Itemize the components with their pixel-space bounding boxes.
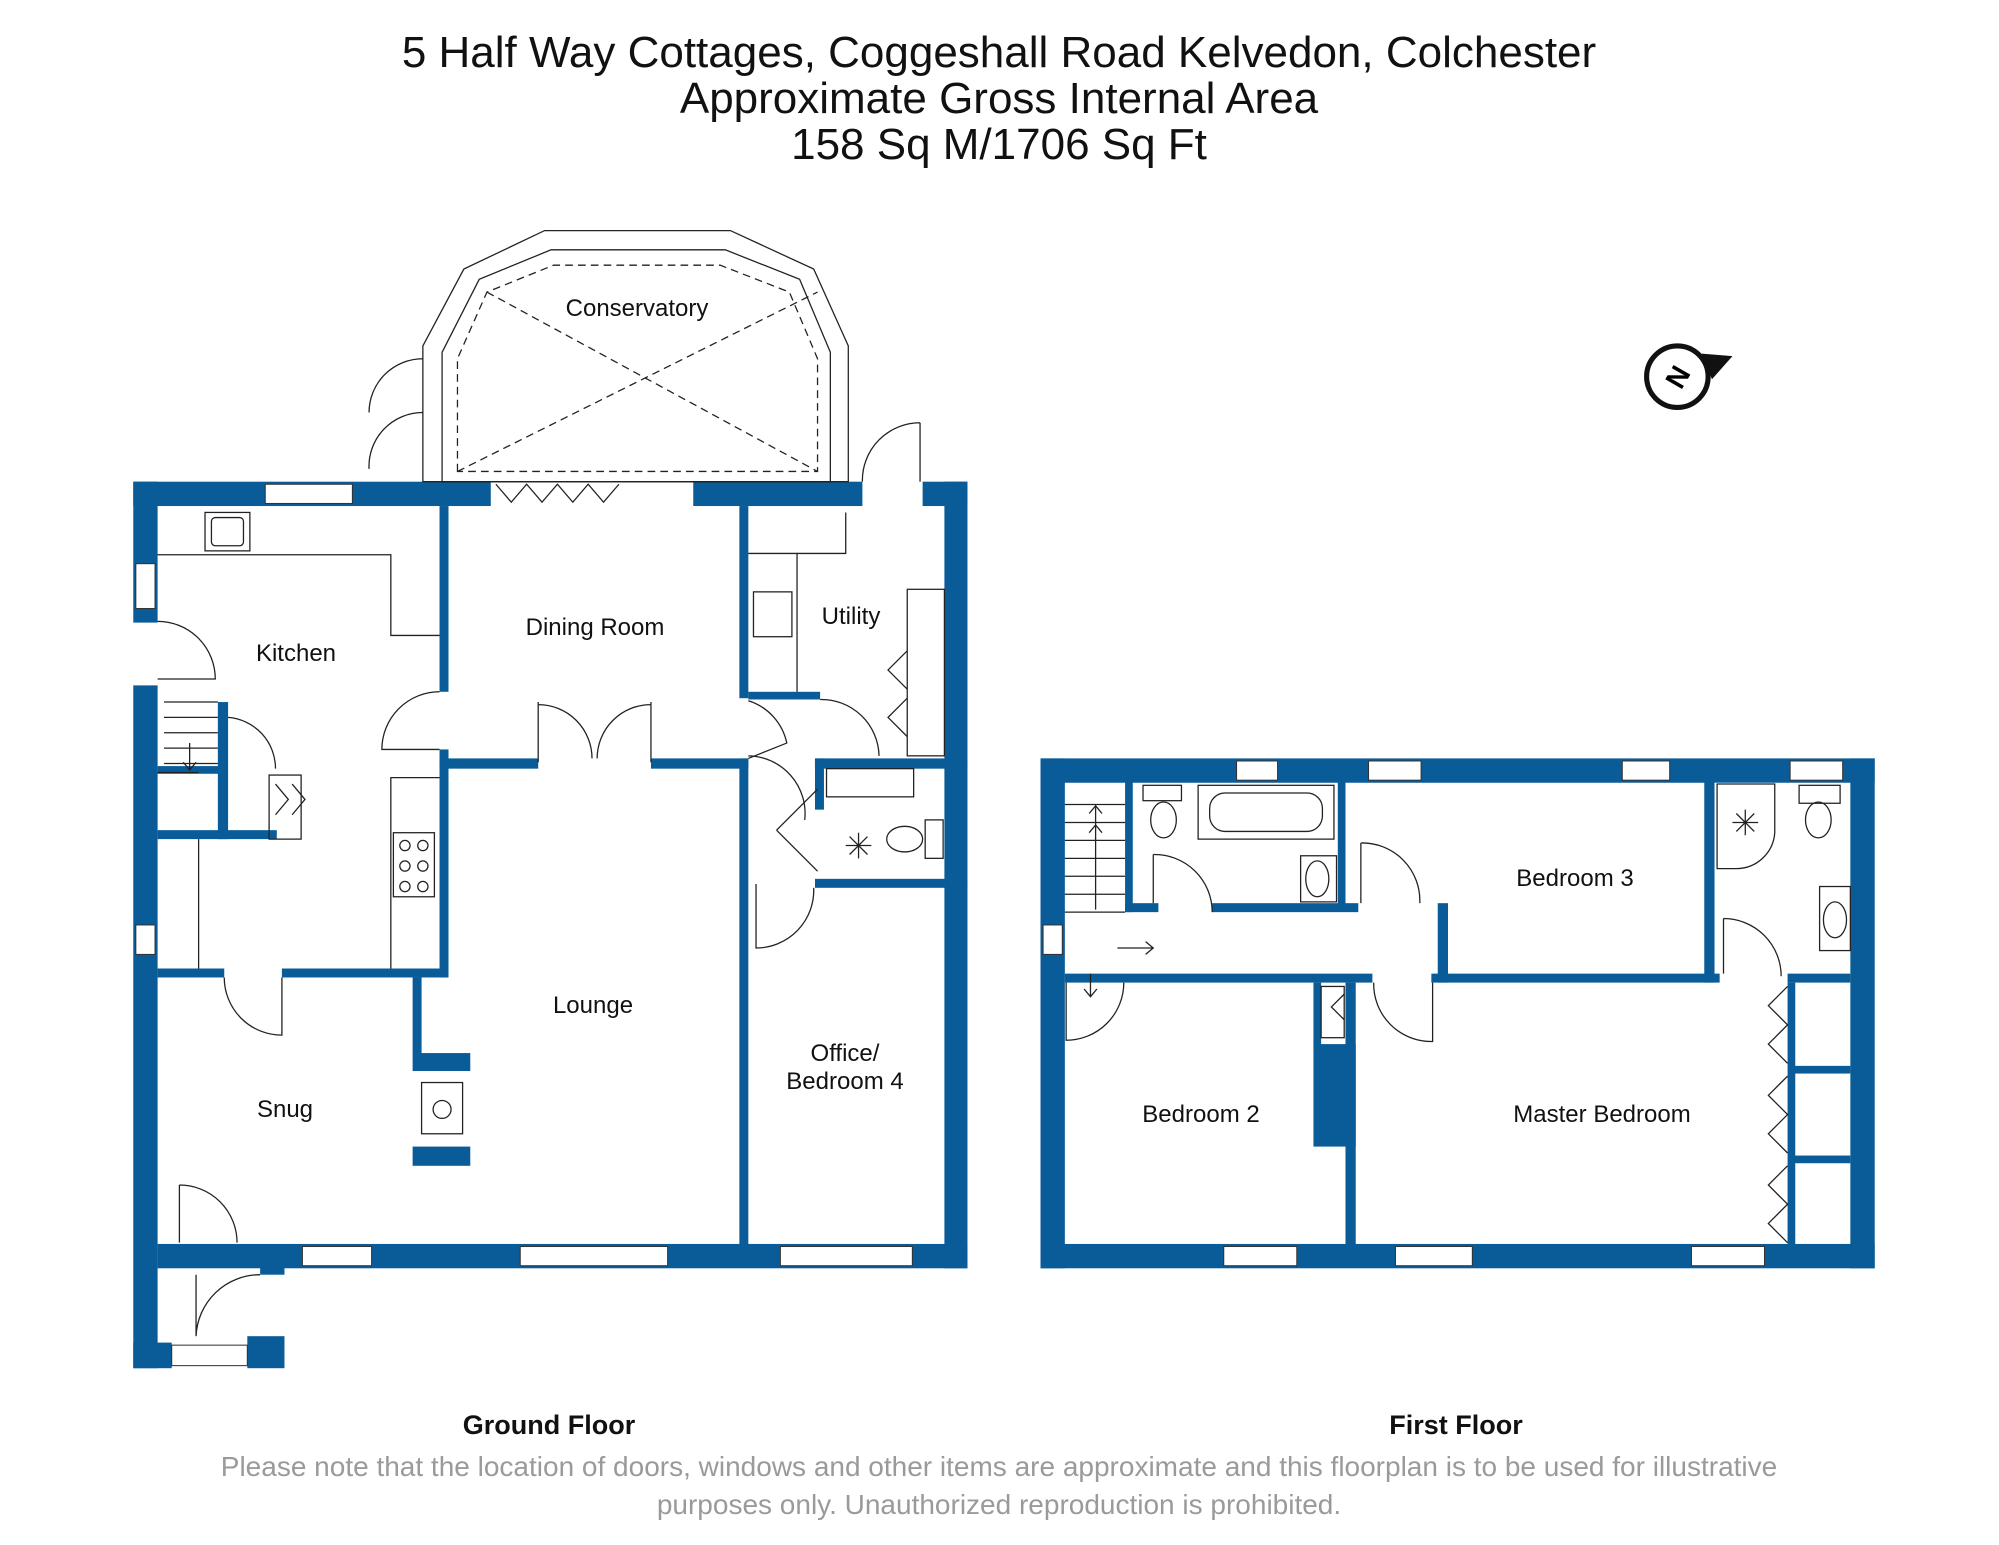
area-subtitle: Approximate Gross Internal Area [679, 74, 1319, 123]
first-floor-label: First Floor [1389, 1410, 1523, 1440]
ground-floor-label: Ground Floor [462, 1410, 636, 1440]
area-value: 158 Sq M/1706 Sq Ft [791, 120, 1207, 169]
room-label-lounge: Lounge [552, 992, 634, 1019]
compass-icon: N [1644, 343, 1733, 410]
ground-floor-windows [135, 483, 913, 1367]
compass-letter: N [1659, 360, 1697, 394]
disclaimer-line-1: Please note that the location of doors, … [220, 1451, 1778, 1482]
disclaimer-line-2: purposes only. Unauthorized reproduction… [656, 1489, 1342, 1520]
first-floor-walls [1040, 758, 1875, 1269]
disclaimer: Please note that the location of doors, … [221, 1448, 1777, 1524]
room-label-office: Office/ [810, 1040, 880, 1067]
room-label-bedroom-2: Bedroom 2 [1142, 1101, 1260, 1128]
room-label-bedroom-4: Bedroom 4 [786, 1068, 904, 1095]
room-label-kitchen: Kitchen [255, 640, 337, 667]
address: 5 Half Way Cottages, Coggeshall Road Kel… [401, 28, 1597, 77]
room-label-utility: Utility [821, 603, 881, 630]
room-label-dining-room: Dining Room [525, 614, 665, 641]
room-label-conservatory: Conservatory [565, 295, 709, 322]
plan-title: 5 Half Way Cottages, Coggeshall Road Kel… [402, 30, 1596, 168]
first-floor-fixtures [1064, 783, 1851, 1244]
room-label-snug: Snug [256, 1096, 314, 1123]
ground-floor-fixtures [157, 229, 946, 1337]
room-label-bedroom-3: Bedroom 3 [1516, 865, 1634, 892]
room-label-office-bedroom-4: Office/ Bedroom 4 [786, 1040, 903, 1096]
room-label-master-bedroom: Master Bedroom [1513, 1101, 1691, 1128]
first-floor-windows [1042, 760, 1844, 1267]
